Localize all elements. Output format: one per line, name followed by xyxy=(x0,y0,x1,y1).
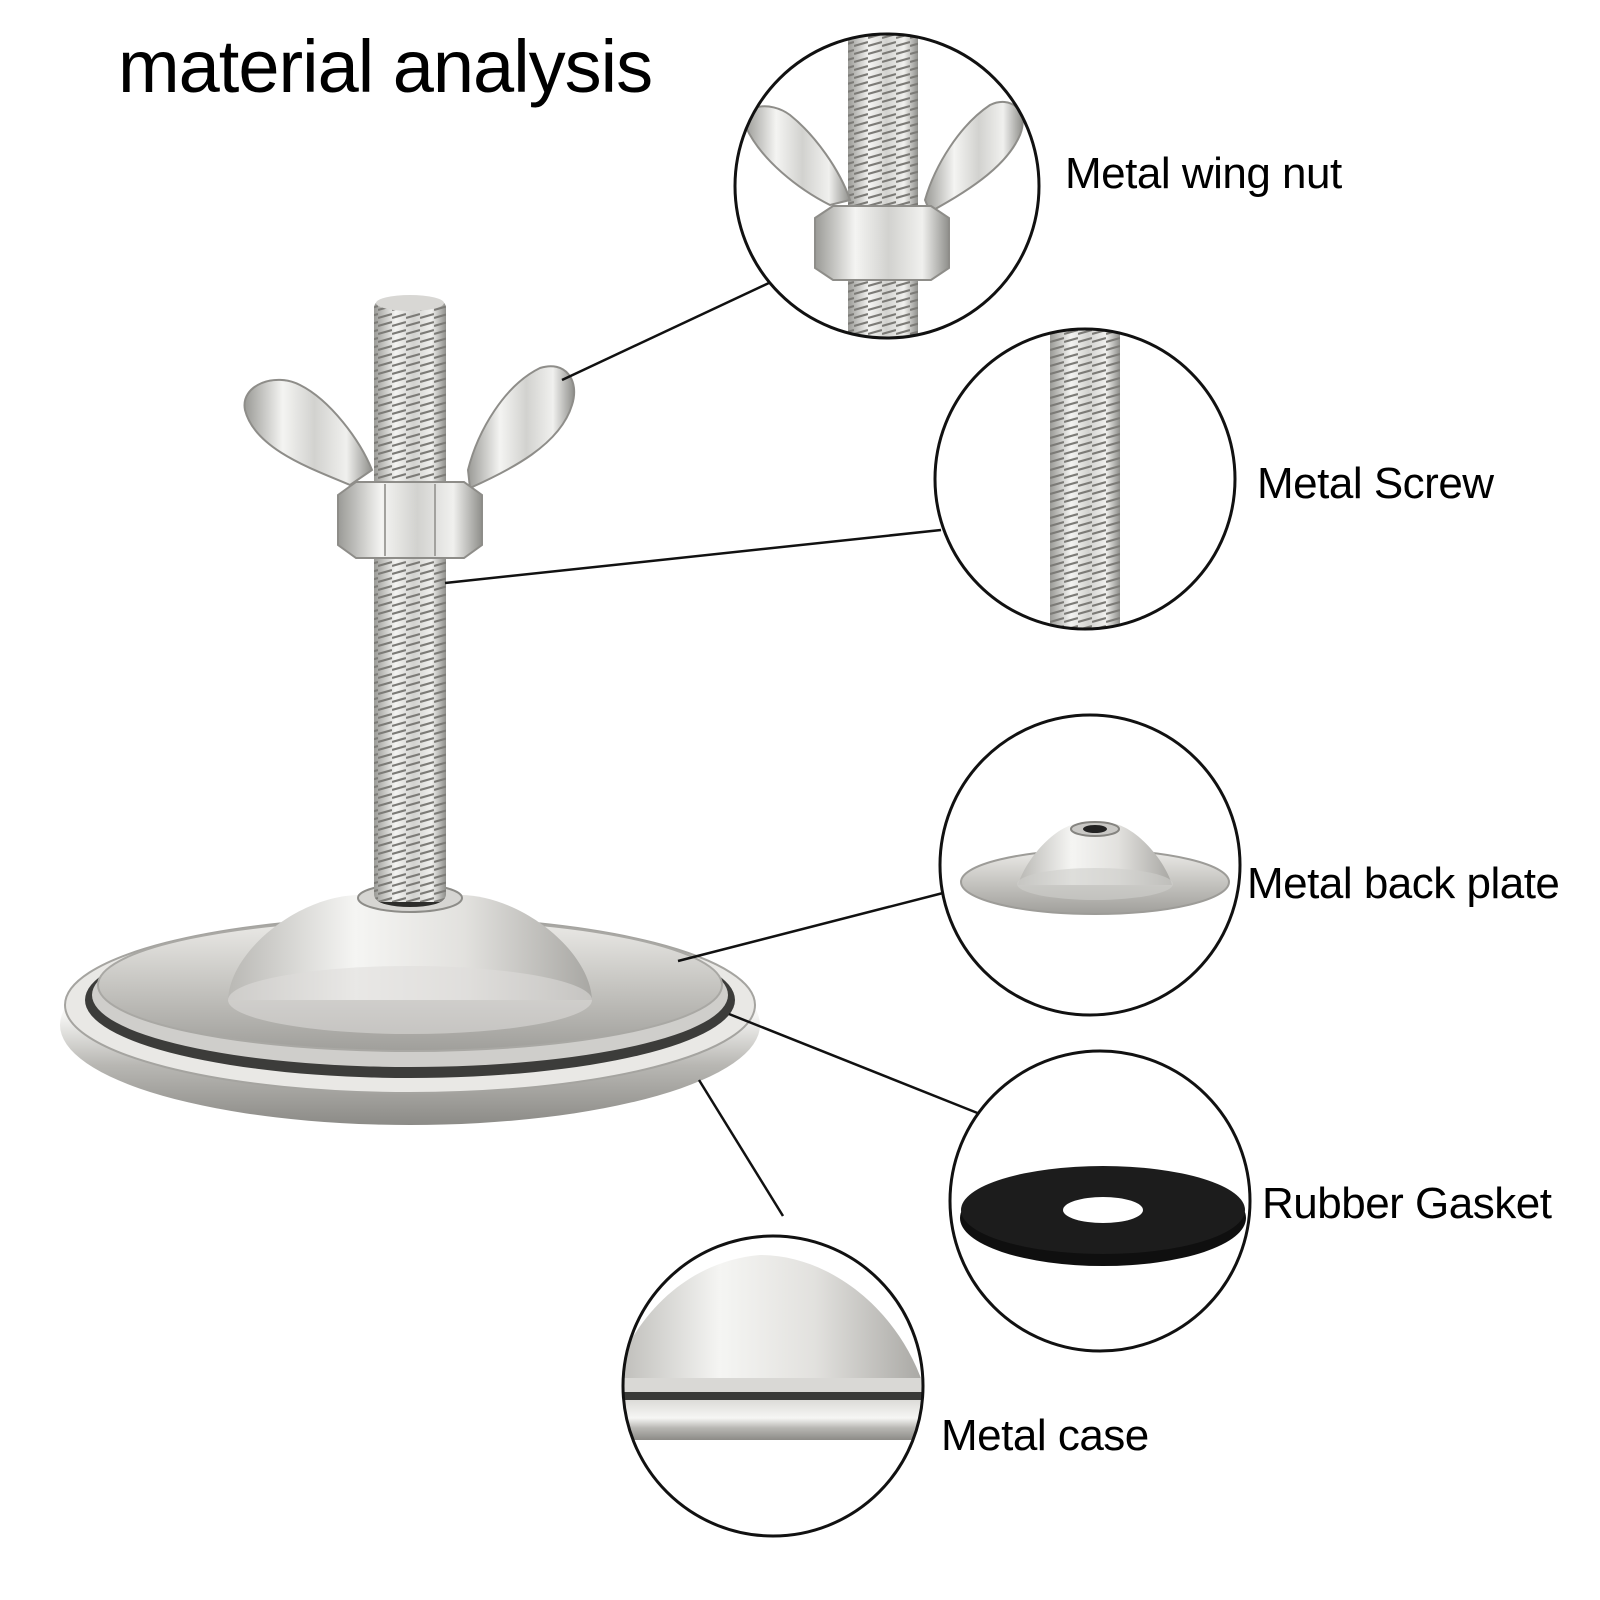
label-back-plate: Metal back plate xyxy=(1247,859,1560,908)
label-case: Metal case xyxy=(941,1411,1149,1460)
detail-circle-case xyxy=(621,1234,925,1538)
leader-line-gasket xyxy=(728,1012,981,1116)
leader-line-case xyxy=(697,1079,785,1217)
label-gasket: Rubber Gasket xyxy=(1262,1179,1552,1228)
label-screw: Metal Screw xyxy=(1257,459,1494,508)
leader-line-back-plate xyxy=(677,891,944,963)
label-wing-nut: Metal wing nut xyxy=(1065,149,1342,198)
detail-circle-wing-nut xyxy=(733,32,1041,340)
assembly-back-plate xyxy=(97,883,723,1052)
leader-line-wing-nut xyxy=(561,280,772,382)
main-assembly xyxy=(60,295,760,1125)
assembly-wing-nut xyxy=(243,365,576,559)
detail-circle-gasket xyxy=(948,1049,1252,1353)
detail-circle-screw xyxy=(933,327,1237,631)
callout-lines xyxy=(444,280,981,1217)
leader-line-screw xyxy=(444,528,942,585)
detail-circle-back-plate xyxy=(938,713,1242,1017)
page-title: material analysis xyxy=(118,25,653,108)
assembly-screw xyxy=(374,295,446,902)
